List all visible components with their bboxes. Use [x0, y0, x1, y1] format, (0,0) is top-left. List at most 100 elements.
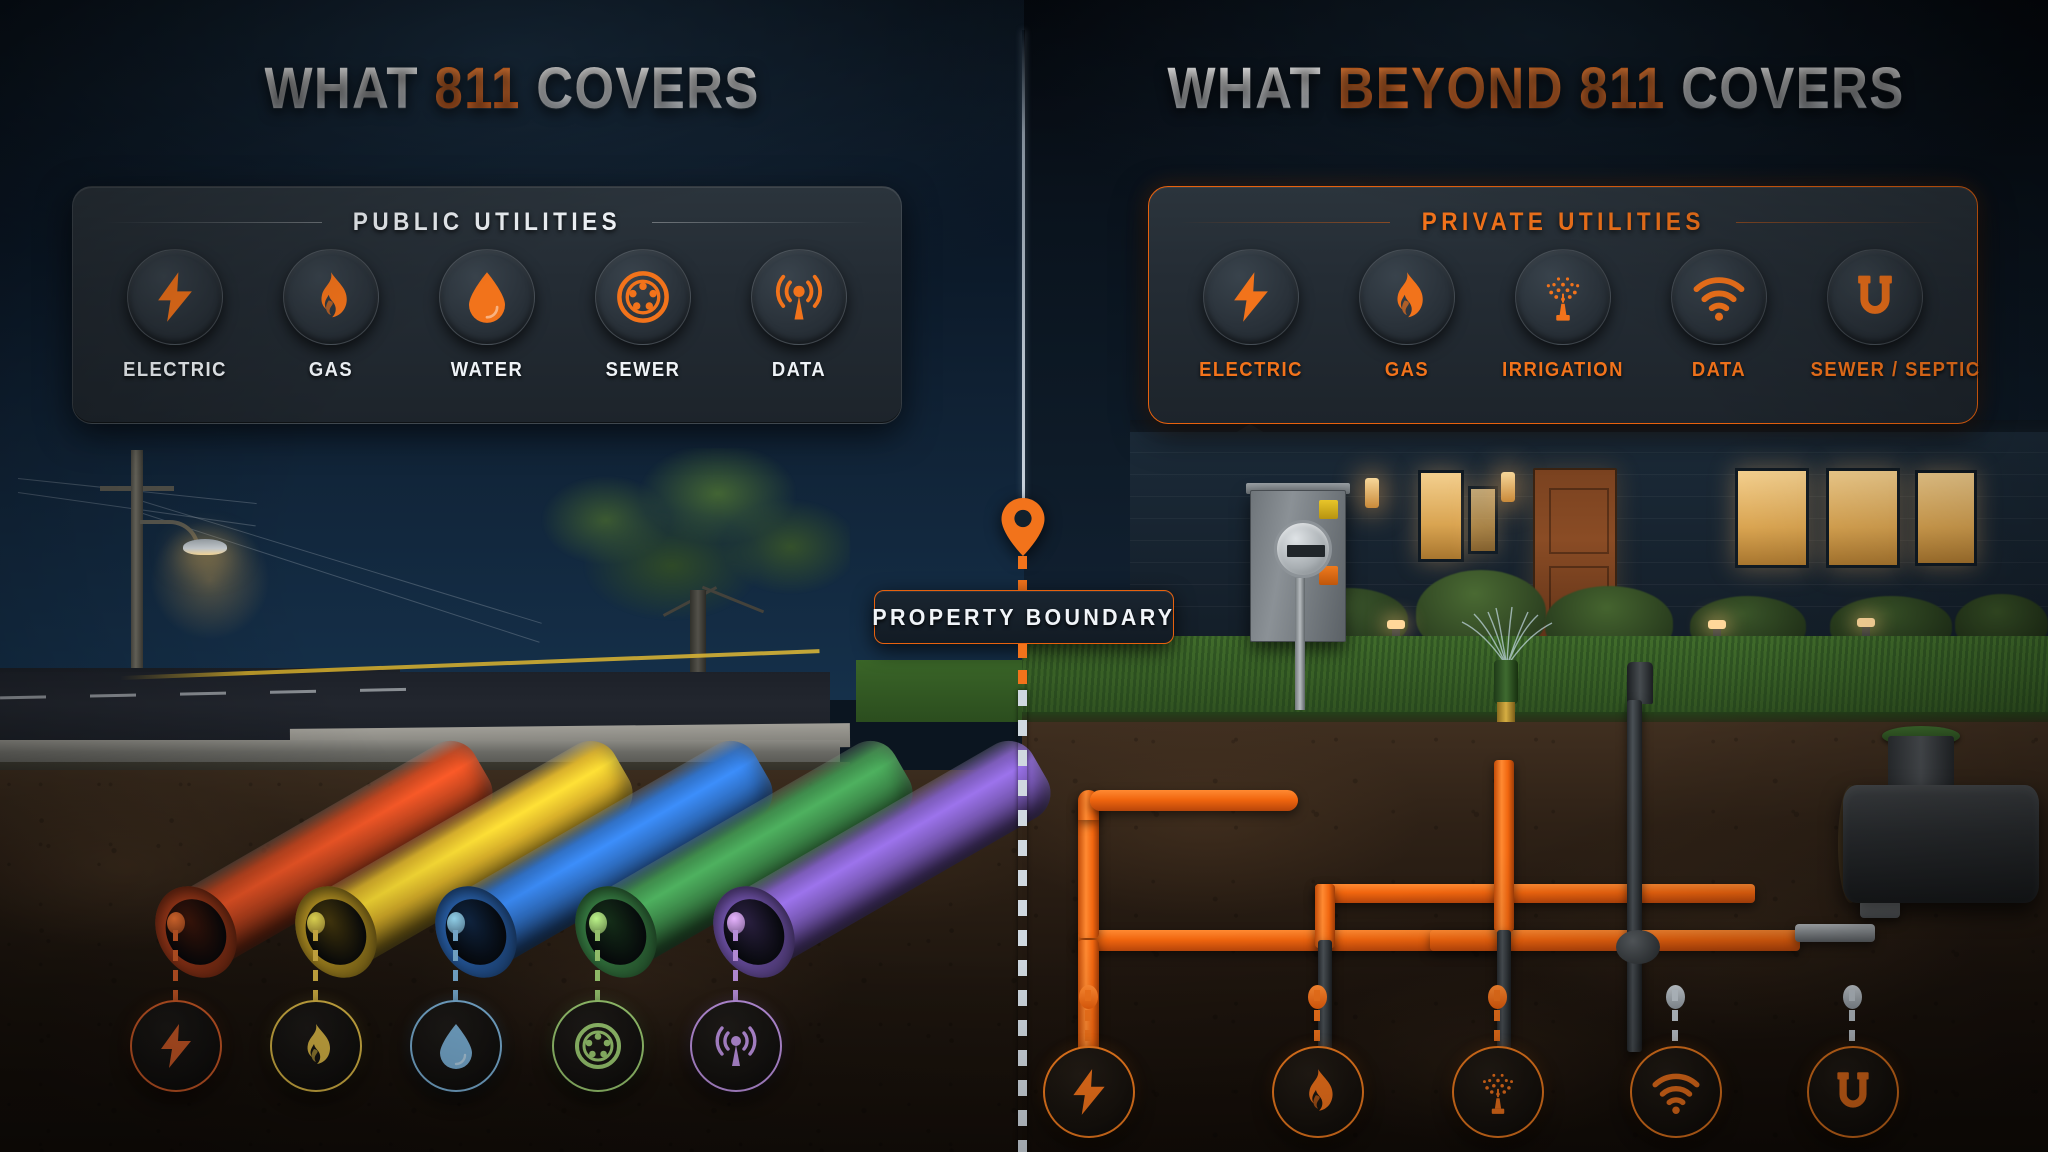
private-connector-dash — [1849, 990, 1855, 1052]
pipe-marker-nub — [447, 912, 465, 934]
utility-label: GAS — [1384, 359, 1430, 381]
lawn — [1022, 636, 2048, 722]
septic-u-pipe-icon[interactable] — [1827, 249, 1923, 345]
utility-label: SEWER / SEPTIC — [1810, 359, 1981, 381]
header-rule — [1736, 221, 1948, 223]
private-connector-dash — [1085, 990, 1091, 1052]
utility-label: SEWER — [605, 359, 681, 381]
title-segment: COVERS — [1665, 56, 1905, 121]
pipe-connector-dash — [453, 930, 458, 1004]
public-utility-list: ELECTRIC GAS WATER SEWER DATA — [97, 249, 877, 411]
meter-sticker — [1319, 500, 1338, 519]
panel-header-left: PUBLIC UTILITIES — [103, 207, 871, 236]
sprinkler-head — [1494, 660, 1518, 704]
badge-data[interactable] — [1630, 1046, 1722, 1138]
pipe-marker-nub — [167, 912, 185, 934]
septic-riser — [1888, 736, 1954, 794]
pipe-connector-dash — [595, 930, 600, 1004]
private-main-upper — [1315, 884, 1755, 903]
gas-tee-riser — [1315, 884, 1335, 948]
signal-tower-icon[interactable] — [751, 249, 847, 345]
utility-label: IRRIGATION — [1502, 359, 1624, 381]
manhole-cover-icon[interactable] — [595, 249, 691, 345]
pipe-connector-dash — [733, 930, 738, 1004]
private-main-lower-right — [1430, 930, 1800, 951]
water-drop-icon[interactable] — [439, 249, 535, 345]
sprinkler-spray — [1452, 604, 1562, 667]
title-segment: WHAT — [1167, 56, 1338, 121]
badge-electric[interactable] — [130, 1000, 222, 1092]
utility-item-electric[interactable]: ELECTRIC — [105, 249, 245, 382]
grass-strip-left — [856, 660, 1026, 722]
tree-canopy — [520, 448, 850, 638]
private-connector-dash — [1494, 990, 1500, 1052]
lightning-bolt-icon[interactable] — [1203, 249, 1299, 345]
boundary-dash-above — [1018, 556, 1027, 592]
utility-item-gas[interactable]: GAS — [261, 249, 401, 382]
wall-sconce — [1501, 472, 1515, 502]
utility-label: DATA — [771, 359, 827, 381]
wall-sconce — [1365, 478, 1379, 508]
title-segment: 811 — [434, 56, 521, 121]
house-window — [1826, 468, 1900, 568]
property-divider-line — [1022, 30, 1025, 500]
pipe-connector-dash — [173, 930, 178, 1004]
badge-sewer[interactable] — [552, 1000, 644, 1092]
utility-label: ELECTRIC — [123, 359, 227, 381]
wifi-icon[interactable] — [1671, 249, 1767, 345]
pipe-marker-nub — [589, 912, 607, 934]
boundary-dash-underground — [1018, 690, 1027, 1152]
public-utilities-title: PUBLIC UTILITIES — [352, 207, 622, 236]
landscape-light — [1857, 618, 1875, 644]
sprinkler-icon[interactable] — [1515, 249, 1611, 345]
public-utilities-panel: PUBLIC UTILITIES ELECTRIC GAS WATER SEWE… — [72, 186, 902, 424]
utility-label: DATA — [1691, 359, 1747, 381]
badge-electric[interactable] — [1043, 1046, 1135, 1138]
title-segment: COVERS — [520, 56, 760, 121]
house-window — [1468, 486, 1498, 554]
boundary-dash-orange — [1018, 644, 1027, 690]
house-window — [1915, 470, 1977, 566]
utility-item-irrigation[interactable]: IRRIGATION — [1493, 249, 1633, 382]
electric-meter-dial — [1274, 520, 1332, 578]
irrigation-riser — [1494, 760, 1514, 932]
utility-label: GAS — [308, 359, 354, 381]
badge-water[interactable] — [410, 1000, 502, 1092]
private-utility-list: ELECTRIC GAS IRRIGATION DATA SEWER / SEP… — [1173, 249, 1981, 411]
septic-line — [1795, 924, 1875, 942]
page-title-left: WHAT 811 COVERS — [61, 55, 962, 122]
flame-icon[interactable] — [1359, 249, 1455, 345]
electric-riser — [1078, 798, 1099, 938]
septic-inlet-pipe — [1860, 900, 1900, 918]
pipe-connector-dash — [313, 930, 318, 1004]
utility-item-sewer-septic[interactable]: SEWER / SEPTIC — [1805, 249, 1981, 382]
lightning-bolt-icon[interactable] — [127, 249, 223, 345]
irrigation-valve-riser — [1627, 662, 1653, 704]
private-connector-dash — [1314, 990, 1320, 1052]
utility-item-gas[interactable]: GAS — [1337, 249, 1477, 382]
utility-item-sewer[interactable]: SEWER — [573, 249, 713, 382]
private-utilities-panel: PRIVATE UTILITIES ELECTRIC GAS IRRIGATIO… — [1148, 186, 1981, 424]
streetlight-lamp — [183, 539, 227, 555]
title-segment: BEYOND 811 — [1337, 56, 1666, 121]
meter-sticker — [1319, 566, 1338, 585]
utility-item-electric[interactable]: ELECTRIC — [1181, 249, 1321, 382]
header-rule — [103, 221, 322, 223]
badge-gas[interactable] — [1272, 1046, 1364, 1138]
pipe-marker-nub — [727, 912, 745, 934]
irrigation-valve-box — [1616, 930, 1660, 964]
badge-gas[interactable] — [270, 1000, 362, 1092]
utility-item-water[interactable]: WATER — [417, 249, 557, 382]
utility-label: WATER — [450, 359, 524, 381]
badge-sewer-septic[interactable] — [1807, 1046, 1899, 1138]
badge-data[interactable] — [690, 1000, 782, 1092]
utility-pole — [131, 450, 143, 700]
flame-icon[interactable] — [283, 249, 379, 345]
panel-header-right: PRIVATE UTILITIES — [1179, 208, 1948, 236]
data-conduit — [1627, 700, 1642, 1052]
badge-irrigation[interactable] — [1452, 1046, 1544, 1138]
utility-item-data[interactable]: DATA — [729, 249, 869, 382]
utility-item-data[interactable]: DATA — [1649, 249, 1789, 382]
property-boundary-badge: PROPERTY BOUNDARY — [873, 590, 1174, 644]
